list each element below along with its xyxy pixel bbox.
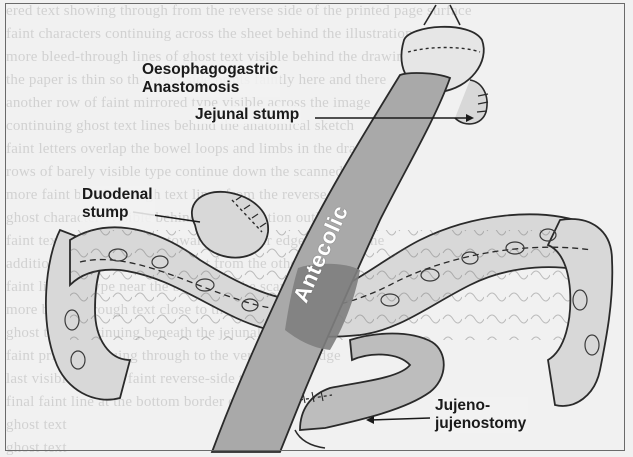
label-stump-line2: stump: [82, 204, 153, 222]
label-duodenal-line1: Duodenal: [82, 186, 153, 204]
figure-border: [5, 3, 625, 451]
label-anastomosis-line2: Anastomosis: [142, 79, 278, 97]
label-jujenostomy-line2: jujenostomy: [435, 415, 526, 433]
label-jejunal-stump: Jejunal stump: [193, 106, 301, 124]
label-oesophagogastric-line1: Oesophagogastric: [142, 61, 278, 79]
label-duodenal-stump: Duodenal stump: [80, 186, 155, 222]
label-jujeno-line1: Jujeno-: [435, 397, 526, 415]
label-jejunal-stump-text: Jejunal stump: [195, 106, 299, 123]
label-oesophagogastric-anastomosis: Oesophagogastric Anastomosis: [140, 61, 280, 97]
label-jujeno-jujenostomy: Jujeno- jujenostomy: [433, 397, 528, 433]
